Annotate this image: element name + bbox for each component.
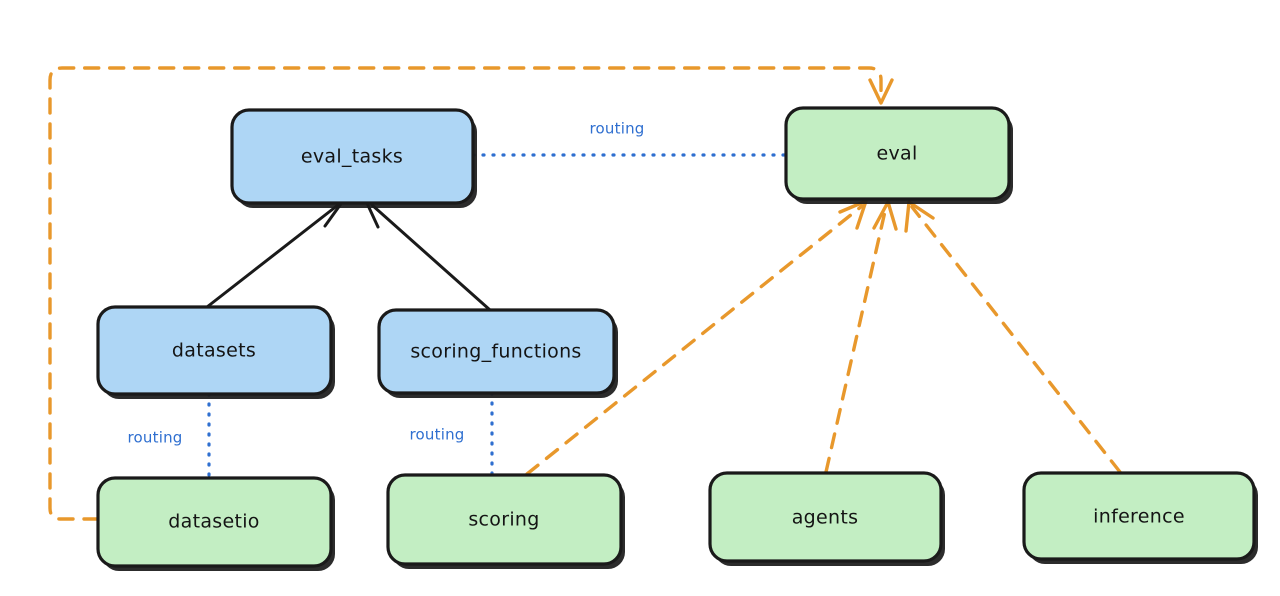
edge-agents-eval [824, 200, 898, 474]
edge-eval_tasks-eval: routing [471, 120, 788, 157]
node-datasetio[interactable]: datasetio [96, 476, 335, 571]
node-label-agents: agents [792, 507, 859, 529]
edge-scoring_functions-scoring: routing [410, 391, 494, 477]
node-label-eval_tasks: eval_tasks [301, 146, 403, 168]
node-label-datasetio: datasetio [168, 511, 259, 533]
node-label-scoring: scoring [468, 509, 539, 531]
node-scoring[interactable]: scoring [386, 473, 625, 569]
node-label-datasets: datasets [172, 340, 256, 362]
edge-scoring_functions-eval_tasks [364, 199, 492, 312]
edge-datasets-eval_tasks [205, 199, 345, 309]
node-datasets[interactable]: datasets [96, 305, 335, 399]
node-inference[interactable]: inference [1022, 471, 1258, 564]
node-label-eval: eval [876, 143, 917, 165]
node-label-scoring_functions: scoring_functions [410, 341, 581, 363]
edge-label-routing-datasetio: routing [128, 429, 183, 447]
node-eval[interactable]: eval [784, 106, 1013, 204]
edge-inference-eval [904, 200, 1122, 474]
edge-datasetio-eval [48, 66, 894, 521]
edge-layer: routing routing routing [48, 66, 1122, 521]
node-eval_tasks[interactable]: eval_tasks [230, 108, 477, 208]
node-layer: eval_tasks eval datasets scoring_functio… [96, 106, 1258, 571]
edge-label-routing-eval: routing [590, 120, 645, 138]
node-scoring_functions[interactable]: scoring_functions [377, 308, 618, 398]
node-label-inference: inference [1093, 506, 1185, 528]
edge-label-routing-scoring: routing [410, 426, 465, 444]
edge-datasets-datasetio: routing [128, 392, 211, 480]
node-agents[interactable]: agents [708, 471, 945, 566]
